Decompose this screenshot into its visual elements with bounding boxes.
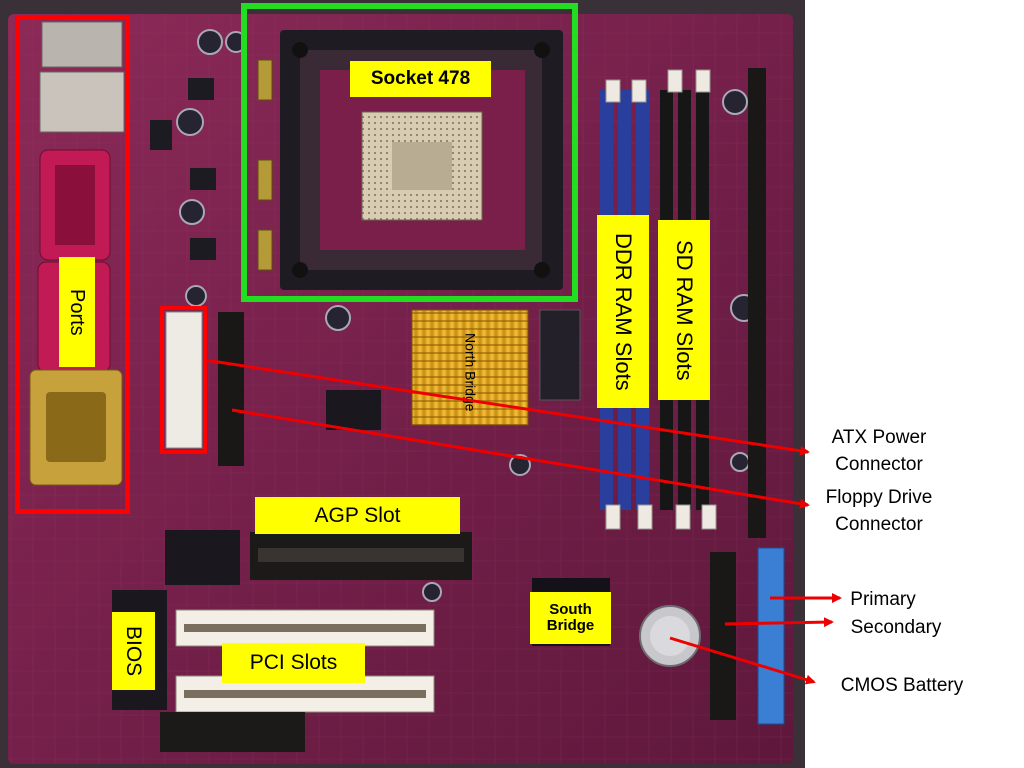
floppy-drive-callout-line2: Connector	[835, 514, 923, 535]
south-bridge-label: South Bridge	[530, 592, 611, 644]
secondary-ide-arrow	[724, 617, 834, 628]
ports-highlight-box	[15, 15, 130, 514]
floppy-drive-callout-line1: Floppy Drive	[825, 487, 933, 508]
bios-label: BIOS	[112, 612, 155, 690]
secondary-callout: Secondary	[850, 617, 942, 638]
atx-power-arrow	[204, 358, 810, 456]
atx-power-callout: ATX Power Connector	[810, 424, 948, 478]
floppy-drive-callout: Floppy Drive Connector	[806, 484, 952, 538]
south-bridge-label-line2: Bridge	[546, 617, 595, 634]
cmos-battery-callout: CMOS Battery	[840, 675, 964, 696]
ddr-ram-slots-label: DDR RAM Slots	[597, 215, 649, 408]
south-bridge-label-line1: South	[549, 600, 592, 618]
agp-slot-label: AGP Slot	[255, 497, 460, 534]
sd-ram-slots-label: SD RAM Slots	[658, 220, 710, 400]
cmos-battery-arrow	[669, 636, 816, 685]
atx-power-callout-line2: Connector	[835, 454, 923, 475]
socket-highlight-box	[241, 3, 578, 302]
atx-power-highlight-box	[160, 306, 207, 454]
primary-callout: Primary	[850, 589, 916, 610]
floppy-drive-arrow	[231, 408, 810, 509]
north-bridge-label: North Bridge	[462, 332, 479, 412]
atx-power-callout-line1: ATX Power	[831, 427, 927, 448]
socket-label: Socket 478	[350, 61, 491, 97]
ports-label: Ports	[59, 257, 95, 367]
pci-slots-label: PCI Slots	[222, 643, 365, 683]
